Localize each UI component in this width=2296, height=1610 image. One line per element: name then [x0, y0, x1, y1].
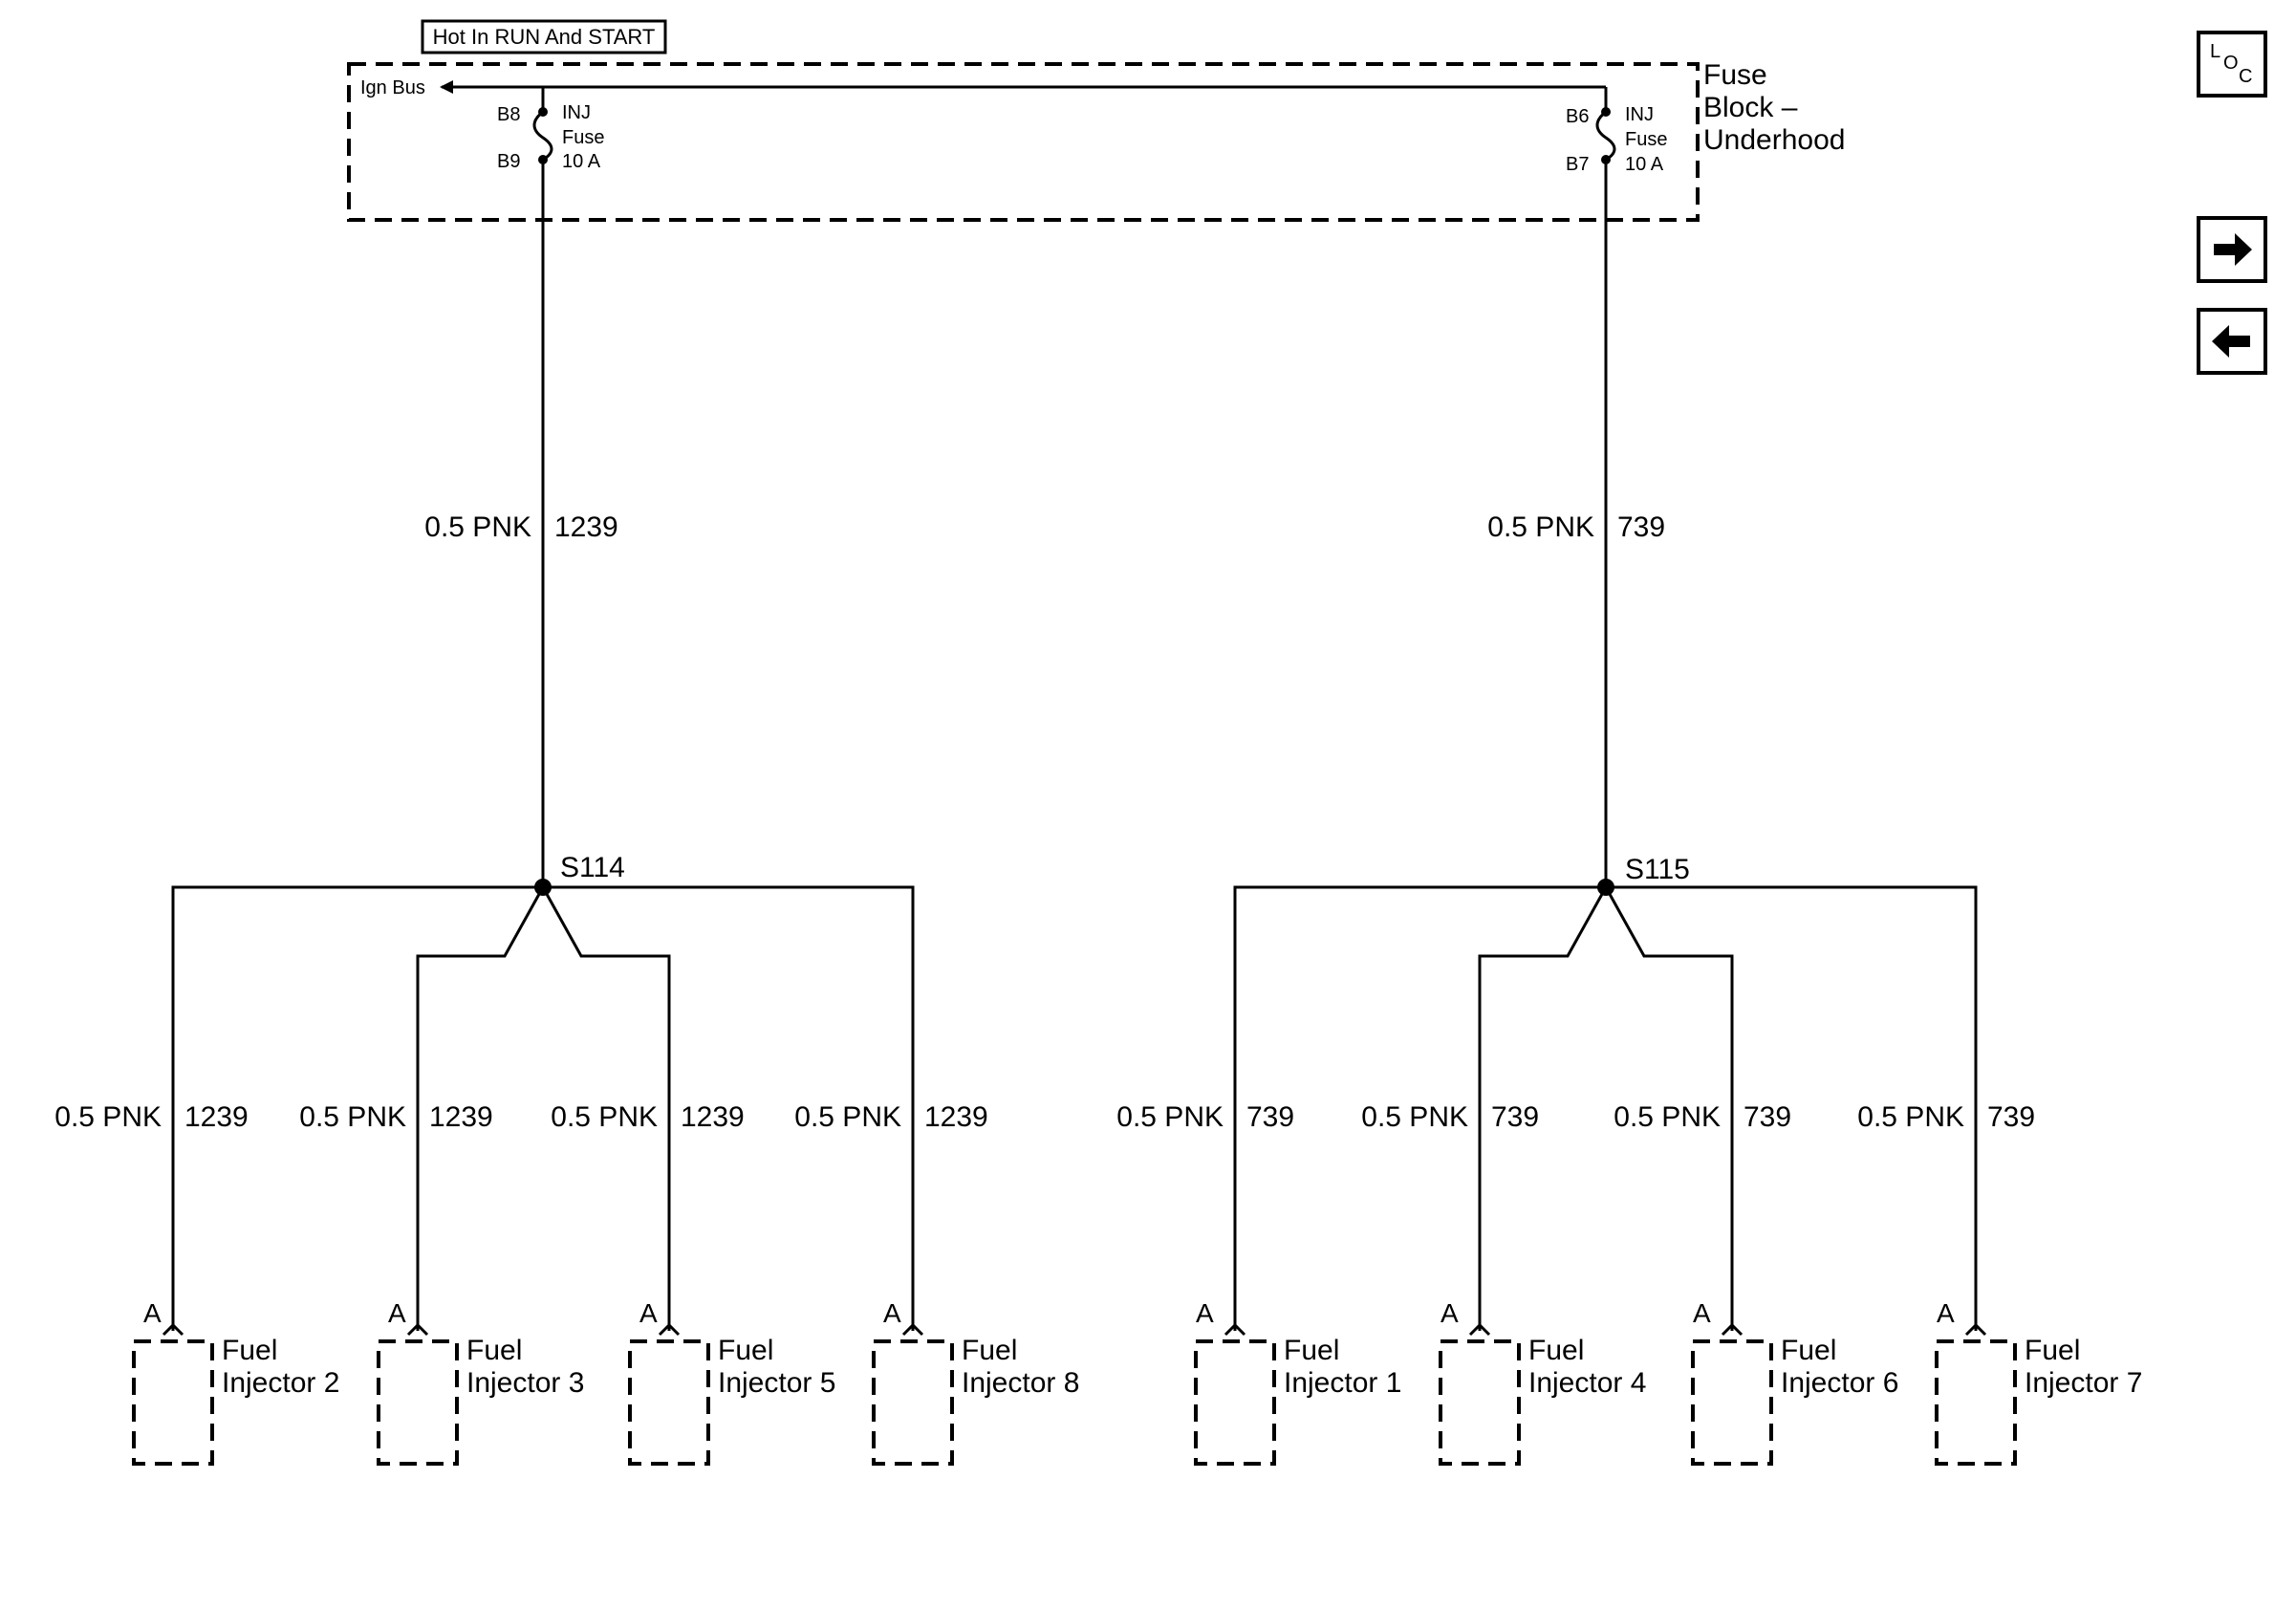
component-name-2: Injector 7 [2025, 1367, 2142, 1399]
fuse-block-name-3: Underhood [1703, 124, 1845, 156]
connector-pin: A [1196, 1298, 1214, 1328]
fuel-injector-6: A Fuel Injector 6 [1691, 1298, 1898, 1466]
right-feed-circuit: 739 [1617, 511, 1665, 543]
next-page-button[interactable] [2197, 216, 2267, 283]
branch-circuit: 739 [1491, 1101, 1539, 1133]
right-fuse-rating: 10 A [1625, 154, 1664, 175]
connector-pin: A [388, 1298, 406, 1328]
s114-splice-dot [534, 879, 552, 896]
fuse-block-name-2: Block – [1703, 92, 1798, 123]
left-fuse-rating: 10 A [562, 151, 601, 172]
branch-circuit: 1239 [184, 1101, 249, 1133]
fuel-injector-7: A Fuel Injector 7 [1935, 1298, 2142, 1466]
right-fuse-line2: Fuse [1625, 129, 1667, 150]
previous-page-button[interactable] [2197, 308, 2267, 375]
fuel-injector-8: A Fuel Injector 8 [872, 1298, 1079, 1466]
fuel-injector-4: A Fuel Injector 4 [1439, 1298, 1646, 1466]
branch-circuit: 1239 [681, 1101, 745, 1133]
branch-size-color: 0.5 PNK [1614, 1101, 1721, 1133]
ign-bus-arrow-icon [440, 80, 453, 94]
branch-size-color: 0.5 PNK [299, 1101, 406, 1133]
left-fuse-symbol [532, 110, 553, 162]
fuse-block-outline [347, 62, 1700, 222]
component-name-2: Injector 5 [718, 1367, 835, 1399]
fuse-block-name-1: Fuse [1703, 59, 1767, 91]
branch-size-color: 0.5 PNK [1116, 1101, 1224, 1133]
branch-size-color: 0.5 PNK [54, 1101, 162, 1133]
connector-pin: A [883, 1298, 901, 1328]
s114-inner-right-wire [541, 886, 671, 1331]
fuel-injector-5: A Fuel Injector 5 [628, 1298, 835, 1466]
left-feed-size-color: 0.5 PNK [424, 511, 531, 543]
s115-splice-dot [1597, 879, 1614, 896]
right-feed-size-color: 0.5 PNK [1487, 511, 1594, 543]
connector-pin: A [639, 1298, 658, 1328]
s114-inner-left-wire [416, 886, 545, 1331]
branch-circuit: 1239 [924, 1101, 988, 1133]
component-name-2: Injector 4 [1528, 1367, 1646, 1399]
fuel-injector-1: A Fuel Injector 1 [1194, 1298, 1401, 1466]
component-name-2: Injector 1 [1284, 1367, 1401, 1399]
right-fuse-symbol [1595, 110, 1616, 162]
s115-label: S115 [1625, 854, 1690, 885]
component-name-1: Fuel [466, 1335, 522, 1366]
branch-size-color: 0.5 PNK [1361, 1101, 1468, 1133]
component-name-1: Fuel [2025, 1335, 2080, 1366]
arrow-right-icon [2214, 233, 2252, 266]
location-button[interactable]: L O C [2197, 31, 2267, 98]
right-fuse-line1: INJ [1625, 104, 1654, 125]
component-name-2: Injector 2 [222, 1367, 339, 1399]
arrow-left-icon [2212, 325, 2250, 358]
s115-inner-left-wire [1478, 886, 1608, 1331]
component-name-1: Fuel [962, 1335, 1017, 1366]
left-fuse-line1: INJ [562, 102, 591, 123]
branch-circuit: 1239 [429, 1101, 493, 1133]
power-label: Hot In RUN And START [433, 25, 656, 49]
branch-circuit: 739 [1246, 1101, 1294, 1133]
component-name-1: Fuel [1284, 1335, 1339, 1366]
component-name-1: Fuel [1781, 1335, 1836, 1366]
branch-size-color: 0.5 PNK [551, 1101, 658, 1133]
connector-pin: A [1693, 1298, 1711, 1328]
connector-pin: A [143, 1298, 162, 1328]
connector-pin: A [1937, 1298, 1955, 1328]
component-name-2: Injector 8 [962, 1367, 1079, 1399]
component-name-1: Fuel [222, 1335, 277, 1366]
branch-circuit: 739 [1987, 1101, 2035, 1133]
loc-letter-l: L [2210, 41, 2220, 62]
ign-bus-label: Ign Bus [360, 77, 425, 98]
component-name-2: Injector 6 [1781, 1367, 1898, 1399]
power-label-box [421, 19, 667, 54]
left-fuse-out-pin: B9 [497, 151, 520, 172]
component-name-1: Fuel [1528, 1335, 1584, 1366]
right-fuse-in-pin: B6 [1566, 106, 1589, 127]
component-name-1: Fuel [718, 1335, 773, 1366]
connector-pin: A [1440, 1298, 1459, 1328]
loc-letter-o: O [2223, 53, 2239, 74]
branch-circuit: 739 [1744, 1101, 1791, 1133]
fuel-injector-3: A Fuel Injector 3 [377, 1298, 584, 1466]
branch-size-color: 0.5 PNK [794, 1101, 901, 1133]
component-name-2: Injector 3 [466, 1367, 584, 1399]
s115-inner-right-wire [1604, 886, 1734, 1331]
loc-letter-c: C [2239, 66, 2252, 87]
fuel-injector-2: A Fuel Injector 2 [132, 1298, 339, 1466]
right-fuse-out-pin: B7 [1566, 154, 1589, 175]
left-fuse-line2: Fuse [562, 127, 604, 148]
left-feed-circuit: 1239 [554, 511, 618, 543]
s114-label: S114 [560, 852, 625, 883]
branch-size-color: 0.5 PNK [1857, 1101, 1964, 1133]
left-fuse-in-pin: B8 [497, 104, 520, 125]
